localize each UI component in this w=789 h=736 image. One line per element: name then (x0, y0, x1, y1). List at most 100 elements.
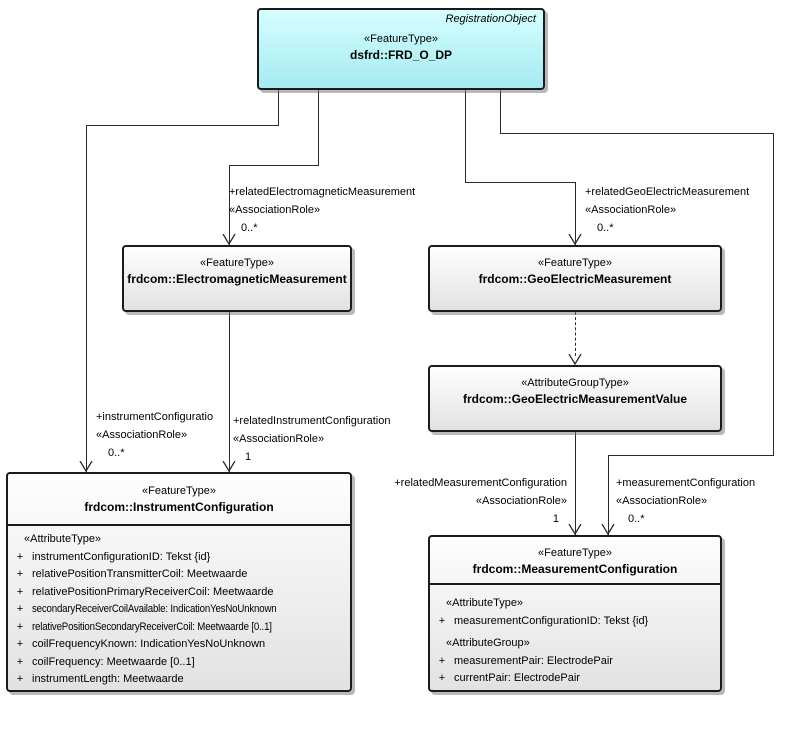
attribute-section-header: «AttributeGroup» (446, 637, 530, 649)
role-stereotype: «AssociationRole» (475, 495, 567, 507)
role-stereotype: «AssociationRole» (96, 429, 188, 441)
connector-segment (86, 125, 87, 472)
visibility-marker: + (438, 672, 446, 684)
visibility-marker: + (16, 568, 24, 580)
attribute-text: relativePositionTransmitterCoil: Meetwaa… (32, 568, 248, 580)
role-name: +instrumentConfiguratio (96, 411, 214, 423)
class-box-geoelectric-measurement[interactable]: «FeatureType» frdcom::GeoElectricMeasure… (428, 245, 722, 312)
class-name: frdcom::MeasurementConfiguration (472, 562, 678, 576)
multiplicity: 0..* (108, 447, 125, 459)
role-name: +relatedElectromagneticMeasurement (229, 186, 416, 198)
association-label-related-measurement-configuration: +relatedMeasurementConfiguration «Associ… (373, 474, 567, 528)
class-stereotype: «FeatureType» (142, 485, 216, 497)
role-stereotype: «AssociationRole» (233, 433, 325, 445)
multiplicity: 0..* (628, 513, 645, 525)
class-stereotype: «FeatureType» (538, 547, 612, 559)
attribute-text: relativePositionPrimaryReceiverCoil: Mee… (32, 585, 274, 598)
connector-segment (278, 90, 279, 126)
class-name: frdcom::GeoElectricMeasurement (478, 272, 672, 286)
visibility-marker: + (16, 585, 24, 598)
multiplicity: 0..* (597, 222, 614, 234)
association-label-related-geoelectric-measurement: +relatedGeoElectricMeasurement «Associat… (585, 183, 749, 237)
dashed-connector-segment (575, 312, 576, 356)
class-box-instrument-configuration[interactable]: «FeatureType» frdcom::InstrumentConfigur… (6, 472, 352, 692)
role-name: +measurementConfiguration (616, 477, 756, 489)
class-name: frdcom::InstrumentConfiguration (84, 500, 274, 514)
role-stereotype: «AssociationRole» (616, 495, 708, 507)
visibility-marker: + (438, 614, 446, 627)
connector-segment (608, 455, 609, 535)
class-name: frdcom::GeoElectricMeasurementValue (462, 392, 688, 406)
attribute-row: + instrumentLength: Meetwaarde (8, 671, 350, 689)
connector-segment (575, 182, 576, 245)
attribute-row: + relativePositionTransmitterCoil: Meetw… (8, 566, 350, 584)
class-stereotype: «FeatureType» (200, 257, 274, 269)
attribute-row: + instrumentConfigurationID: Tekst {id} (8, 549, 350, 567)
attribute-text: coilFrequencyKnown: IndicationYesNoUnkno… (32, 638, 266, 650)
attribute-row: + currentPair: ElectrodePair (430, 670, 720, 688)
arrowhead-down-icon (222, 461, 236, 472)
attribute-row: + coilFrequencyKnown: IndicationYesNoUnk… (8, 636, 350, 654)
arrowhead-down-icon (568, 234, 582, 245)
attribute-text: coilFrequency: Meetwaarde [0..1] (32, 655, 195, 668)
class-box-geoelectric-measurement-value[interactable]: «AttributeGroupType» frdcom::GeoElectric… (428, 365, 722, 432)
visibility-marker: + (16, 655, 24, 668)
class-stereotype: «AttributeGroupType» (521, 377, 629, 389)
arrowhead-down-icon (601, 524, 615, 535)
connector-segment (229, 165, 230, 245)
association-label-related-instrument-configuration: +relatedInstrumentConfiguration «Associa… (233, 412, 390, 466)
attribute-text: measurementPair: ElectrodePair (454, 654, 613, 667)
role-stereotype: «AssociationRole» (229, 204, 321, 216)
role-name: +relatedMeasurementConfiguration (394, 477, 567, 489)
multiplicity: 0..* (241, 222, 258, 234)
connector-segment (500, 133, 774, 134)
class-box-frd-o-dp[interactable]: RegistrationObject «FeatureType» dsfrd::… (257, 8, 545, 90)
visibility-marker: + (16, 620, 24, 633)
visibility-marker: + (438, 654, 446, 667)
connector-segment (608, 455, 774, 456)
role-name: +relatedGeoElectricMeasurement (585, 186, 750, 198)
connector-segment (575, 432, 576, 535)
connector-segment (318, 90, 319, 166)
compartment-divider (430, 583, 720, 585)
attribute-row: + measurementPair: ElectrodePair (430, 653, 720, 671)
class-name: frdcom::ElectromagneticMeasurement (127, 272, 347, 286)
attribute-text: secondaryReceiverCoilAvailable: Indicati… (32, 603, 277, 615)
attribute-section-header: «AttributeType» (446, 597, 524, 609)
class-box-electromagnetic-measurement[interactable]: «FeatureType» frdcom::ElectromagneticMea… (122, 245, 352, 312)
role-name: +relatedInstrumentConfiguration (233, 415, 391, 427)
attribute-text: relativePositionSecondaryReceiverCoil: M… (32, 620, 272, 633)
attribute-section-header: «AttributeType» (24, 533, 102, 545)
class-box-measurement-configuration[interactable]: «FeatureType» frdcom::MeasurementConfigu… (428, 535, 722, 692)
multiplicity: 1 (552, 513, 559, 525)
attribute-row: + relativePositionSecondaryReceiverCoil:… (8, 619, 350, 637)
multiplicity: 1 (245, 451, 252, 463)
class-stereotype: «FeatureType» (364, 33, 438, 45)
visibility-marker: + (16, 550, 24, 563)
attribute-text: currentPair: ElectrodePair (454, 672, 580, 684)
association-label-instrument-configuration: +instrumentConfiguratio «AssociationRole… (96, 408, 213, 462)
class-stereotype: «FeatureType» (538, 257, 612, 269)
association-label-related-electromagnetic-measurement: +relatedElectromagneticMeasurement «Asso… (229, 183, 415, 237)
attribute-text: instrumentLength: Meetwaarde (32, 673, 184, 685)
visibility-marker: + (16, 673, 24, 685)
attribute-row: + coilFrequency: Meetwaarde [0..1] (8, 654, 350, 672)
attribute-row: + measurementConfigurationID: Tekst {id} (430, 613, 720, 631)
attribute-row: + secondaryReceiverCoilAvailable: Indica… (8, 601, 350, 619)
connector-segment (773, 133, 774, 456)
connector-segment (229, 312, 230, 472)
connector-segment (500, 90, 501, 134)
arrowhead-down-icon (222, 234, 236, 245)
connector-segment (86, 125, 279, 126)
attribute-row: + relativePositionPrimaryReceiverCoil: M… (8, 584, 350, 602)
visibility-marker: + (16, 603, 24, 615)
arrowhead-down-icon (79, 461, 93, 472)
visibility-marker: + (16, 638, 24, 650)
connector-segment (229, 165, 319, 166)
class-name: dsfrd::FRD_O_DP (349, 48, 452, 62)
association-label-measurement-configuration: +measurementConfiguration «AssociationRo… (616, 474, 755, 528)
connector-segment (465, 182, 576, 183)
attribute-text: instrumentConfigurationID: Tekst {id} (32, 550, 211, 563)
arrowhead-down-icon (568, 524, 582, 535)
compartment-divider (8, 524, 350, 526)
